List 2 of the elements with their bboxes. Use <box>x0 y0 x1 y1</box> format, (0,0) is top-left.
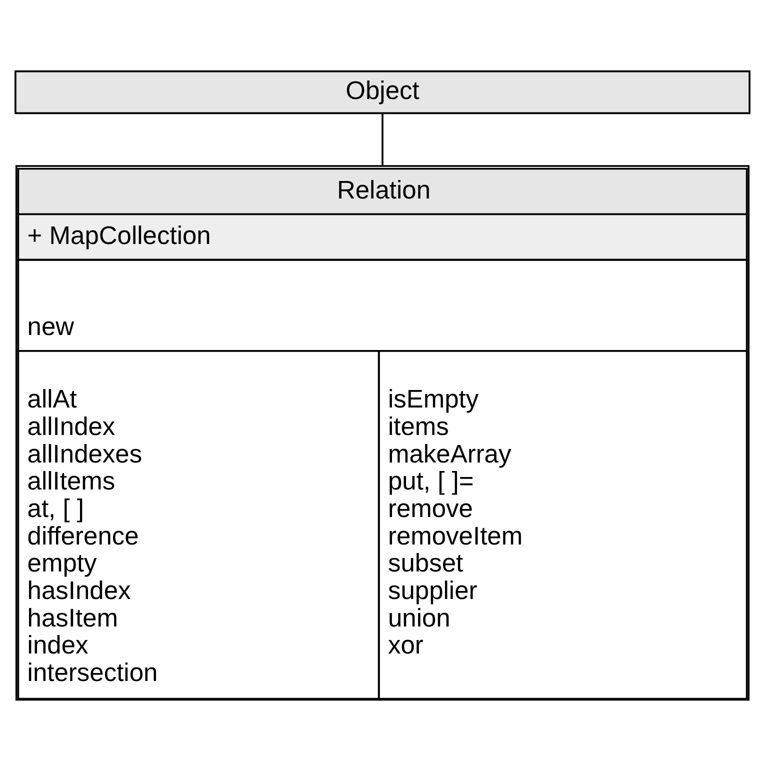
node-box: Object <box>14 70 750 114</box>
connector <box>382 113 384 165</box>
